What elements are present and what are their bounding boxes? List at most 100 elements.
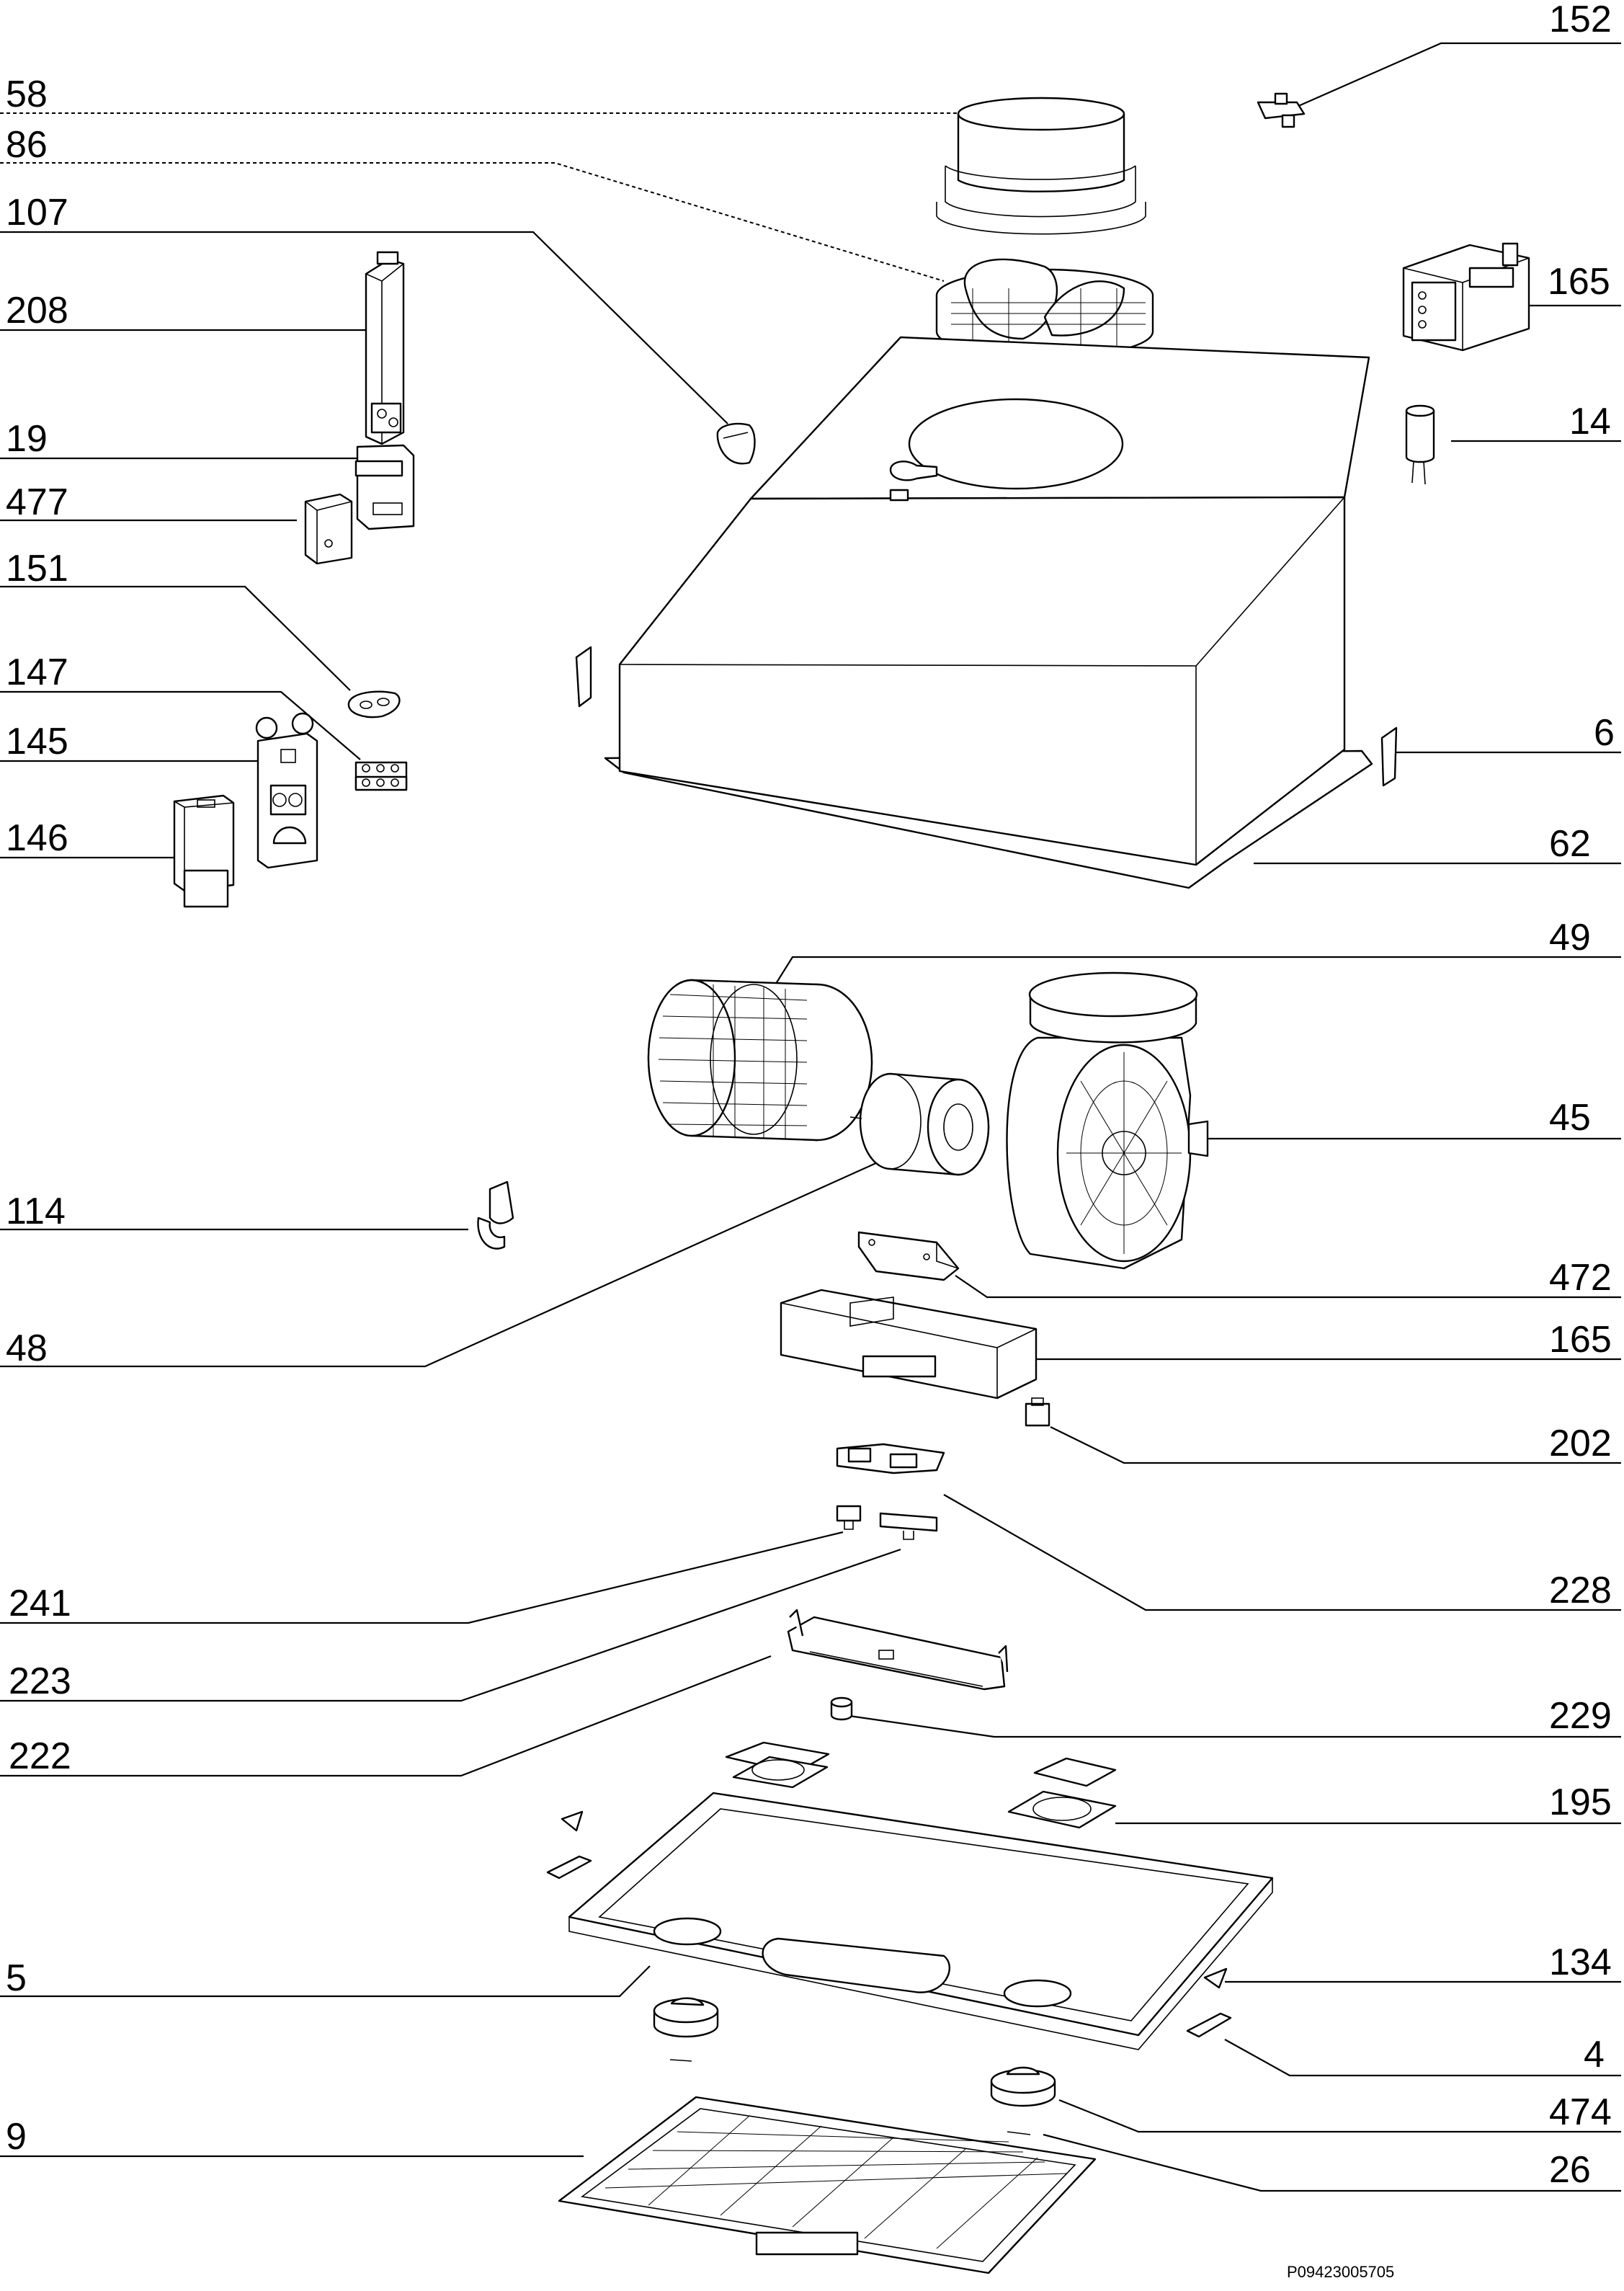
callout-label-49: 49: [1549, 917, 1591, 958]
part-cover-477: [304, 493, 353, 565]
part-pcb: [836, 1443, 945, 1474]
callout-label-147: 147: [6, 651, 68, 693]
callout-62[interactable]: 62: [1254, 823, 1621, 865]
callout-114[interactable]: 114: [0, 1191, 468, 1232]
callout-label-222: 222: [9, 1735, 71, 1777]
callout-label-19: 19: [6, 418, 48, 460]
callout-477[interactable]: 477: [0, 481, 297, 523]
callout-6[interactable]: 6: [1396, 712, 1621, 754]
callout-label-202: 202: [1549, 1423, 1612, 1464]
callout-label-472: 472: [1549, 1257, 1612, 1299]
part-cable-clip: [477, 1180, 514, 1250]
part-knob-229: [830, 1696, 853, 1721]
callout-label-9: 9: [6, 2116, 27, 2158]
callout-label-146: 146: [6, 817, 68, 859]
callout-label-14: 14: [1569, 401, 1611, 442]
callout-229[interactable]: 229: [844, 1695, 1621, 1738]
callout-145[interactable]: 145: [0, 721, 258, 762]
callout-58[interactable]: 58: [0, 74, 958, 115]
part-impeller: [647, 979, 873, 1142]
callout-134[interactable]: 134: [1225, 1941, 1621, 1983]
part-clip-107: [716, 422, 756, 465]
part-terminal-box: [1402, 242, 1530, 352]
part-push-buttons: [836, 1505, 938, 1540]
callout-label-208: 208: [6, 290, 68, 332]
callout-label-477: 477: [6, 481, 68, 523]
callout-223[interactable]: 223: [0, 1548, 901, 1702]
callout-195[interactable]: 195: [1115, 1781, 1621, 1825]
callout-208[interactable]: 208: [0, 290, 366, 332]
part-clip-152: [1257, 92, 1306, 128]
part-lamp-bracket-right: [1007, 1757, 1117, 1829]
part-switch-assembly: [255, 712, 318, 869]
callout-151[interactable]: 151: [0, 548, 351, 691]
part-switch-cover: [173, 794, 235, 908]
callout-label-165-top: 165: [1548, 261, 1610, 303]
callout-86[interactable]: 86: [0, 124, 945, 282]
callout-228[interactable]: 228: [943, 1494, 1621, 1611]
callout-label-474: 474: [1549, 2091, 1612, 2133]
callout-label-86: 86: [6, 124, 48, 166]
callout-202[interactable]: 202: [1050, 1423, 1621, 1464]
callout-4[interactable]: 4: [1224, 2034, 1621, 2077]
part-hood-housing: [604, 336, 1373, 889]
callout-472[interactable]: 472: [955, 1257, 1621, 1299]
callout-label-107: 107: [6, 192, 68, 233]
callout-222[interactable]: 222: [0, 1655, 772, 1777]
callout-147[interactable]: 147: [0, 651, 361, 760]
callout-label-195: 195: [1549, 1781, 1612, 1823]
callout-label-114: 114: [6, 1191, 66, 1232]
callout-label-58: 58: [6, 74, 48, 115]
part-capacitor: [1405, 404, 1435, 485]
part-terminal-block: [354, 761, 408, 791]
callout-label-241: 241: [9, 1583, 71, 1624]
callout-label-223: 223: [9, 1660, 71, 1702]
part-control-panel: [787, 1609, 1009, 1691]
callout-165-top[interactable]: 165: [1500, 261, 1621, 307]
callout-5[interactable]: 5: [0, 1957, 651, 1999]
callout-48[interactable]: 48: [0, 1155, 893, 1369]
callout-label-5: 5: [6, 1957, 27, 1999]
part-bracket-472: [857, 1231, 960, 1281]
part-grommet: [347, 690, 401, 719]
part-control-box: [780, 1289, 1038, 1400]
part-transformer: [365, 251, 405, 445]
callout-label-45: 45: [1549, 1097, 1591, 1139]
part-lamp-bracket-left: [725, 1741, 830, 1789]
callout-45[interactable]: 45: [1190, 1097, 1621, 1140]
callout-14[interactable]: 14: [1451, 401, 1621, 442]
part-filter-clips: [546, 1810, 1232, 2038]
callout-label-152: 152: [1549, 0, 1612, 40]
callout-152[interactable]: 152: [1296, 0, 1621, 108]
callout-107[interactable]: 107: [0, 192, 728, 424]
part-bottom-frame: [568, 1792, 1274, 2050]
callout-label-48: 48: [6, 1327, 48, 1369]
callout-label-4: 4: [1584, 2034, 1605, 2076]
callout-label-145: 145: [6, 721, 68, 762]
part-grease-filter: [558, 2096, 1097, 2274]
callout-241[interactable]: 241: [0, 1531, 844, 1624]
part-cover-19: [354, 444, 415, 530]
part-duct-collar: [936, 97, 1146, 235]
part-lamp-holder-left: [653, 1997, 719, 2062]
part-side-clip-6: [575, 646, 1398, 787]
callout-label-62: 62: [1549, 823, 1591, 865]
callout-label-6: 6: [1594, 712, 1615, 754]
callout-9[interactable]: 9: [0, 2116, 584, 2158]
callout-label-151: 151: [6, 548, 68, 590]
part-blower-housing: [1006, 971, 1209, 1270]
callout-146[interactable]: 146: [0, 817, 174, 859]
part-lamp-holder-right: [990, 2066, 1056, 2135]
callout-19[interactable]: 19: [0, 418, 357, 460]
callout-26[interactable]: 26: [1043, 2133, 1621, 2192]
drawing-code: P09423005705: [1287, 2263, 1394, 2281]
callout-label-26: 26: [1549, 2149, 1591, 2191]
part-motor: [849, 1072, 990, 1176]
callout-474[interactable]: 474: [1058, 2091, 1621, 2133]
callout-165-bottom[interactable]: 165: [1029, 1319, 1621, 1361]
callout-label-165-bottom: 165: [1549, 1319, 1612, 1361]
callout-label-134: 134: [1549, 1941, 1612, 1983]
callout-label-228: 228: [1549, 1570, 1612, 1611]
callout-label-229: 229: [1549, 1695, 1612, 1737]
